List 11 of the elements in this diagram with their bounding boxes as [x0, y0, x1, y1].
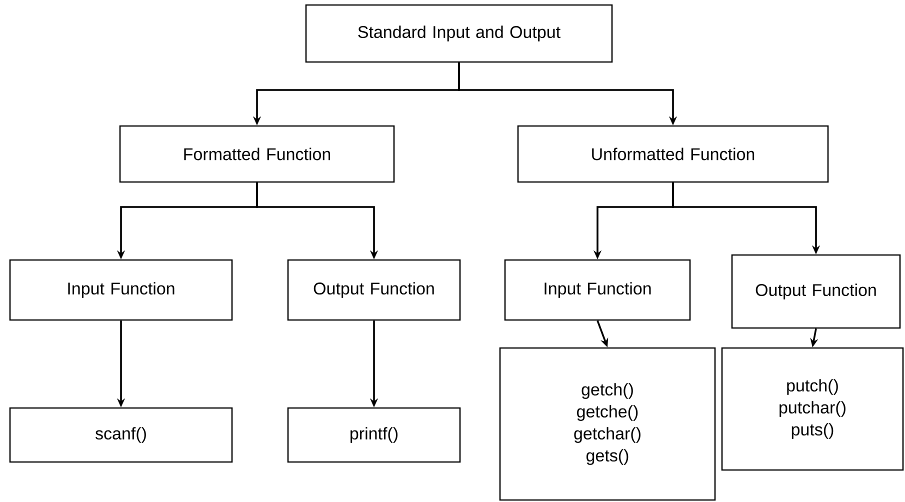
- function-box: scanf(): [9, 407, 233, 463]
- function-box: Standard Input and Output: [305, 4, 613, 63]
- function-box: putch() putchar() puts(): [721, 347, 904, 471]
- function-box: Formatted Function: [119, 125, 395, 183]
- function-box: Input Function: [504, 259, 691, 321]
- function-box: Output Function: [731, 254, 901, 329]
- function-box: printf(): [287, 407, 461, 463]
- function-box: Input Function: [9, 259, 233, 321]
- function-box: Output Function: [287, 259, 461, 321]
- function-box: Unformatted Function: [517, 125, 829, 183]
- function-box: getch() getche() getchar() gets(): [499, 347, 716, 501]
